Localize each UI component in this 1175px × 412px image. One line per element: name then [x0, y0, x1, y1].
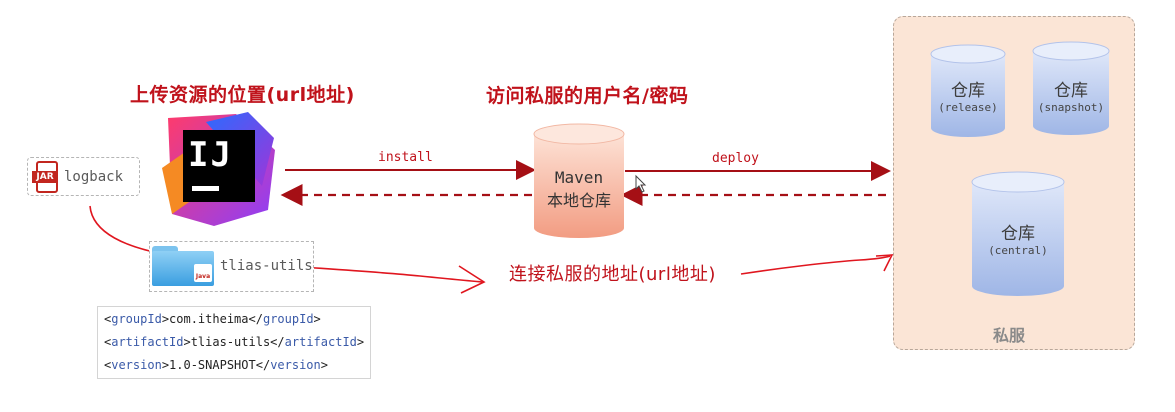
tlias-utils-label: tlias-utils: [220, 258, 313, 274]
central-repo-type: (central): [988, 244, 1048, 257]
upload-location-title: 上传资源的位置(url地址): [130, 84, 355, 106]
release-repo-label: 仓库 (release): [931, 76, 1005, 114]
pom-line-version: <version>1.0-SNAPSHOT</version>: [104, 358, 328, 372]
connect-curve-right-head: [875, 254, 894, 272]
release-repo-type: (release): [938, 101, 998, 114]
connect-curve-right: [740, 255, 891, 275]
private-server-title: 私服: [993, 326, 1026, 345]
snapshot-repo-cylinder: [1032, 41, 1110, 135]
connect-curve-left-head: [458, 265, 486, 294]
release-repo-cylinder: [930, 44, 1006, 137]
intellij-logo-icon: [162, 112, 275, 226]
snapshot-repo-name: 仓库: [1054, 81, 1088, 101]
java-badge: Java: [194, 264, 212, 282]
mouse-cursor-icon: [635, 174, 647, 193]
connect-address-title: 连接私服的地址(url地址): [509, 264, 716, 285]
snapshot-repo-label: 仓库 (snapshot): [1033, 76, 1109, 114]
intellij-logo-text: IJ: [188, 135, 233, 175]
local-repo-line2: 本地仓库: [546, 191, 611, 210]
install-label: install: [378, 150, 433, 165]
pom-line-groupid: <groupId>com.itheima</groupId>: [104, 312, 321, 326]
central-repo-label: 仓库 (central): [972, 219, 1064, 257]
pom-line-artifactid: <artifactId>tlias-utils</artifactId>: [104, 335, 365, 349]
credentials-title: 访问私服的用户名/密码: [486, 85, 689, 107]
central-repo-cylinder: [971, 171, 1065, 296]
jar-badge: JAR: [32, 171, 58, 183]
java-folder-icon: Java: [152, 246, 214, 286]
pom-coordinates-box: [97, 306, 371, 379]
deploy-label: deploy: [712, 151, 759, 166]
release-repo-name: 仓库: [951, 81, 985, 101]
snapshot-repo-type: (snapshot): [1037, 101, 1105, 114]
local-repo-label: Maven 本地仓库: [534, 168, 624, 211]
jar-file-icon: JAR: [32, 161, 58, 193]
logback-label: logback: [64, 169, 124, 185]
local-repo-cylinder: [533, 123, 625, 238]
central-repo-name: 仓库: [1001, 224, 1035, 244]
local-repo-line1: Maven: [554, 168, 604, 187]
